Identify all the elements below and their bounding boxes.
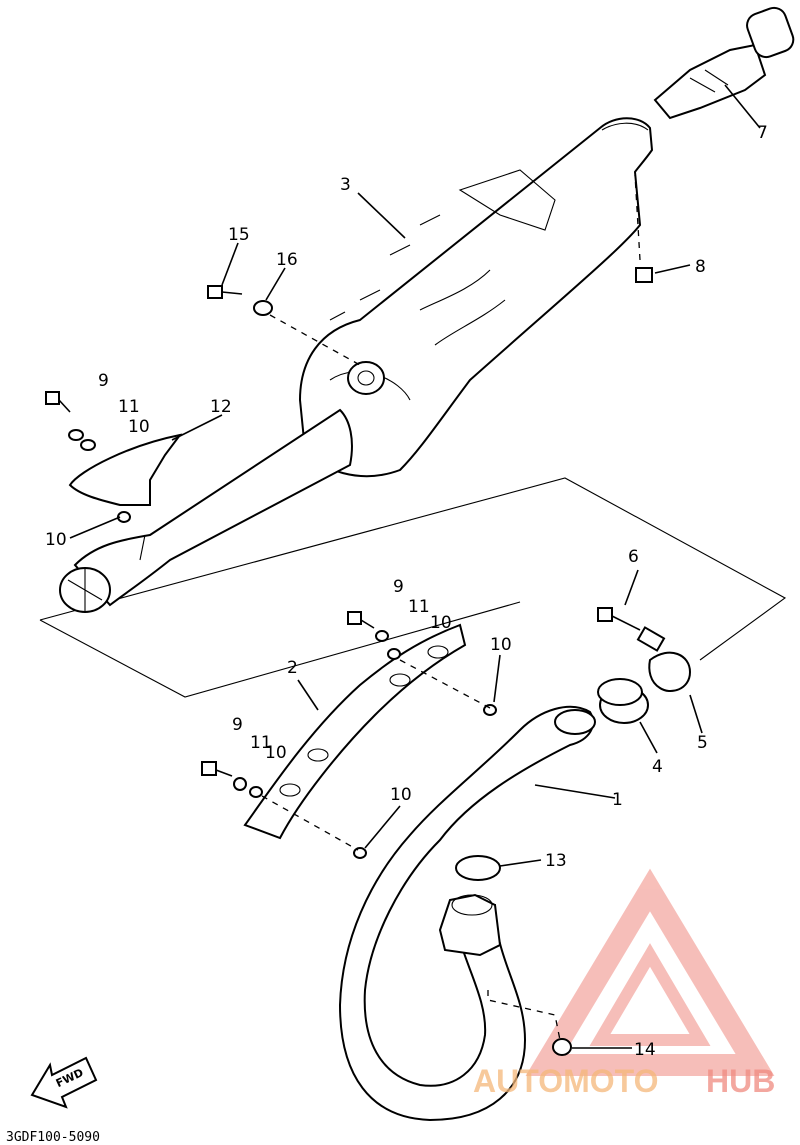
bolt-6 <box>597 607 641 631</box>
callout-16: 16 <box>276 250 298 270</box>
diagram-code: 3GDF100-5090 <box>6 1130 100 1145</box>
nut-8 <box>635 267 653 283</box>
callout-13: 13 <box>545 851 567 871</box>
callout-11-mid: 11 <box>408 597 430 617</box>
callout-4: 4 <box>652 757 663 777</box>
bolt-15 <box>207 285 243 299</box>
watermark-text-automoto: AUTOMOTO <box>473 1063 658 1099</box>
collar-10-upper <box>80 439 96 451</box>
clamp-5 <box>636 626 692 692</box>
callout-10-upper: 10 <box>128 417 150 437</box>
subassembly-boundary-top <box>39 477 787 661</box>
spring-washer-11-mid <box>375 630 389 642</box>
spring-washer-11-lower <box>233 777 247 791</box>
nut-14 <box>552 1038 572 1056</box>
callout-9-lower: 9 <box>232 715 243 735</box>
watermark-logo <box>525 868 775 1076</box>
gasket-13 <box>455 855 501 881</box>
watermark-text: AUTOMOTO HUB <box>473 1063 775 1099</box>
callout-2: 2 <box>287 658 298 678</box>
heat-protector-12 <box>68 433 183 506</box>
callout-14: 14 <box>634 1040 656 1060</box>
callout-6: 6 <box>628 547 639 567</box>
callout-9-upper: 9 <box>98 371 109 391</box>
mount-line-14 <box>487 990 561 1041</box>
callout-10-mid: 10 <box>430 613 452 633</box>
washer-16 <box>253 300 273 316</box>
callout-1: 1 <box>612 790 623 810</box>
silencer-inlet-pipe <box>59 408 353 613</box>
leader-lines <box>69 84 761 1049</box>
collar-10-mid <box>387 648 401 660</box>
callout-5: 5 <box>697 733 708 753</box>
tail-pipe <box>653 6 795 120</box>
spring-washer-11-upper <box>68 429 84 441</box>
silencer <box>298 117 654 478</box>
callout-10-right: 10 <box>490 635 512 655</box>
mount-line-8 <box>634 174 641 261</box>
bolt-9-upper <box>45 391 71 413</box>
callout-10-lower: 10 <box>265 743 287 763</box>
callout-3: 3 <box>340 175 351 195</box>
callout-9-mid: 9 <box>393 577 404 597</box>
protector-2 <box>243 623 467 840</box>
collar-10-lower <box>249 786 263 798</box>
mount-line-10-right <box>399 659 491 709</box>
bolt-9-lower <box>201 761 233 777</box>
callout-8: 8 <box>695 257 706 277</box>
bolt-9-mid <box>347 611 375 629</box>
fwd-arrow-icon: FWD <box>30 1056 98 1109</box>
watermark-text-hub: HUB <box>706 1063 775 1099</box>
collar-10-bottom <box>353 847 367 859</box>
exhaust-pipe <box>338 705 596 1122</box>
callout-12: 12 <box>210 397 232 417</box>
callout-11-lower: 11 <box>250 733 272 753</box>
callout-7: 7 <box>757 123 768 143</box>
joint-4 <box>597 678 649 724</box>
mount-line-16 <box>269 314 361 366</box>
callout-10-bottom: 10 <box>390 785 412 805</box>
callout-11-upper: 11 <box>118 397 140 417</box>
collar-10-right <box>483 704 497 716</box>
subassembly-boundary-bottom <box>39 601 521 698</box>
callout-15: 15 <box>228 225 250 245</box>
callout-10-left: 10 <box>45 530 67 550</box>
